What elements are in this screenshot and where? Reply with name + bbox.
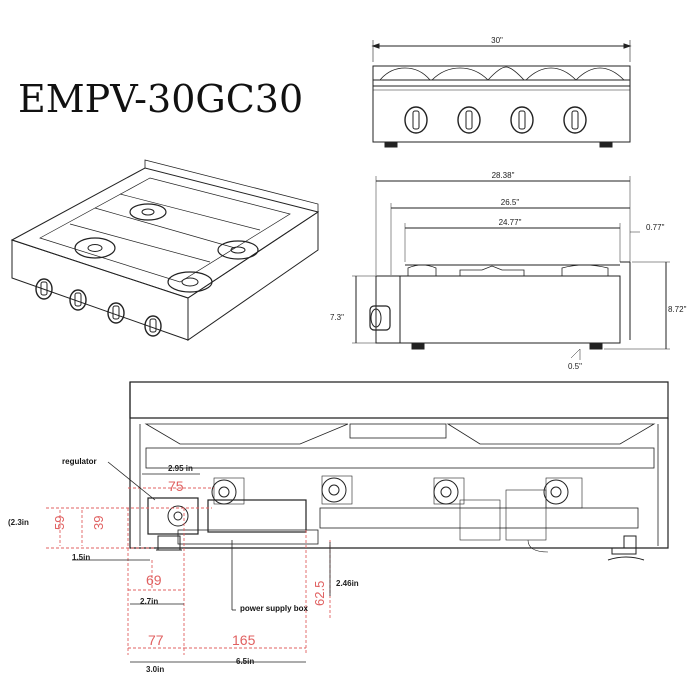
in-246: 2.46in: [336, 579, 359, 588]
dim-height-body: 7.3": [330, 313, 344, 322]
dim-295: 2.95 in: [168, 464, 193, 473]
dim-depth-3: 24.77": [499, 218, 522, 227]
side-view: [352, 176, 670, 360]
power-supply-label: power supply box: [240, 604, 309, 613]
power-supply-box: [207, 499, 307, 533]
burner-valve-2: [321, 475, 353, 505]
iso-knob-2: [69, 289, 87, 311]
cutaway-view: [129, 381, 669, 561]
iso-burner-1: [74, 237, 116, 259]
iso-view: [10, 159, 320, 341]
mm-69: 69: [146, 572, 162, 588]
iso-burner-4: [217, 240, 259, 260]
in-65: 6.5in: [236, 657, 254, 666]
front-knob-3: [510, 106, 534, 134]
front-knob-2: [457, 106, 481, 134]
in-23: (2.3in: [8, 518, 29, 527]
mm-625: 62.5: [312, 581, 327, 606]
iso-top-surface: [10, 167, 320, 299]
mm-39: 39: [91, 516, 106, 530]
burner-valve-3: [433, 477, 465, 505]
burner-valve-1: [211, 477, 245, 505]
front-knob-4: [563, 106, 587, 134]
drip-tray: [145, 447, 655, 469]
in-30: 3.0in: [146, 665, 164, 674]
dim-height-total: 8.72": [668, 305, 687, 314]
width-label: 30": [491, 36, 503, 45]
model-title: EMPV-30GC30: [18, 77, 303, 121]
mm-59: 59: [52, 516, 67, 530]
dim-offset: 0.77": [646, 223, 665, 232]
red-dim-overlay: [46, 487, 331, 655]
iso-knob-1: [35, 278, 53, 300]
front-view: [371, 40, 632, 148]
front-control-panel: [372, 85, 631, 143]
iso-burner-2: [167, 271, 213, 293]
regulator: [147, 497, 199, 535]
burner-valve-4: [543, 477, 583, 509]
in-27: 2.7in: [140, 597, 158, 606]
gas-manifold: [319, 507, 639, 529]
mm-165: 165: [232, 632, 256, 648]
side-body: [375, 275, 621, 344]
mm-77: 77: [148, 632, 164, 648]
front-knob-1: [404, 106, 428, 134]
mm-75: 75: [168, 478, 184, 494]
iso-burner-3: [129, 203, 167, 221]
iso-knob-3: [107, 302, 125, 324]
dim-depth-2: 26.5": [501, 198, 520, 207]
cutaway-leaders: [72, 461, 331, 663]
regulator-label: regulator: [62, 457, 97, 466]
iso-knob-4: [144, 315, 162, 337]
in-15: 1.5in: [72, 553, 90, 562]
dim-foot: 0.5": [568, 362, 582, 371]
dim-overall-depth: 28.38": [492, 171, 515, 180]
